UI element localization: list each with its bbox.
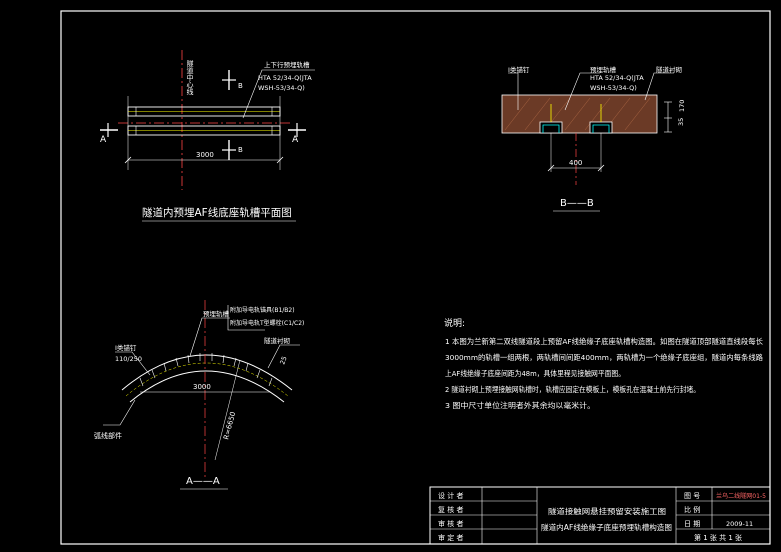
- plan-section-a-right: A: [292, 135, 299, 145]
- notes-item: 2 隧道衬砌上预埋接触网轨槽时，轨槽应固定在模板上，模板孔在混凝土前先行封堵。: [445, 385, 700, 394]
- bb-label-right: 隧道衬砌: [656, 65, 683, 74]
- plan-section-b-top: B: [238, 82, 243, 90]
- plan-spec-line2: WSH-53/34-Q): [258, 84, 305, 92]
- plan-view-title: 隧道内预埋AF线底座轨槽平面图: [142, 206, 292, 219]
- plan-dim-length: 3000: [196, 151, 214, 159]
- bb-title: B——B: [560, 198, 594, 209]
- aa-title: A——A: [186, 476, 220, 487]
- plan-section-b-bottom: B: [238, 146, 243, 154]
- tb-row-reviewer: 审 核 者: [438, 519, 463, 528]
- plan-spec-line1: HTA 52/34-Q(JTA: [258, 74, 312, 82]
- notes-item: 上AF线绝缘子底座间距为48m，具体里程见接触网平面图。: [445, 369, 625, 378]
- tb-project-title-1: 隧道接触网悬挂预留安装施工图: [548, 506, 666, 516]
- tb-row-checker: 复 核 者: [438, 505, 463, 514]
- sheet-border: [60, 10, 771, 545]
- aa-dim-chord: 3000: [193, 383, 211, 391]
- aa-label-rail: 预埋轨槽: [203, 309, 230, 318]
- notes-item: 3 图中尺寸单位注明者外其余均以毫米计。: [445, 401, 595, 410]
- tb-project-title-2: 隧道内AF线绝缘子底座预埋轨槽构造图: [541, 522, 672, 532]
- aa-dim-radius: R=6650: [222, 411, 237, 441]
- aa-label-anchor: Ⅰ类锚钉: [115, 343, 137, 352]
- aa-arch-inner: [129, 370, 285, 403]
- bb-spec-line1: HTA 52/34-Q(JTA: [590, 74, 644, 82]
- bb-dim-h1: 170: [678, 100, 686, 112]
- plan-section-a-left: A: [100, 135, 107, 145]
- plan-rail-label: 上下行预埋轨槽: [264, 60, 310, 69]
- aa-dim-side: 25: [278, 355, 288, 366]
- aa-label-anchor-size: 110/250: [115, 355, 142, 363]
- bb-lining-block: [501, 94, 658, 134]
- tb-label-drawing-no: 图 号: [684, 492, 700, 500]
- bb-dim-width: 400: [569, 159, 582, 167]
- notes-heading: 说明:: [444, 317, 465, 329]
- tb-label-scale: 比 例: [684, 505, 700, 514]
- aa-label-lining: 隧道衬砌: [264, 336, 291, 345]
- notes-block: 说明: 1 本图为兰新第二双线隧道段上预留AF线绝缘子底座轨槽构造图。如图在隧道…: [444, 317, 763, 410]
- bb-label-left: Ⅰ类锚钉: [508, 65, 530, 74]
- notes-item: 1 本图为兰新第二双线隧道段上预留AF线绝缘子底座轨槽构造图。如图在隧道顶部隧道…: [445, 337, 763, 346]
- bb-spec-line2: WSH-53/34-Q): [590, 84, 637, 92]
- aa-arch-outer: [121, 354, 293, 391]
- title-block: 设 计 者 复 核 者 审 核 者 审 定 者 隧道接触网悬挂预留安装施工图 隧…: [429, 486, 771, 545]
- tb-row-approver: 审 定 者: [438, 533, 463, 542]
- tb-label-date: 日 期: [684, 520, 700, 528]
- aa-label-bolt2: 附加导电轨T型螺栓(C1/C2): [230, 319, 304, 327]
- tb-row-designer: 设 计 者: [438, 491, 463, 500]
- section-aa: R=6650 3000 25 Ⅰ类锚钉 110/250 预埋轨槽 附加导电轨锚具…: [94, 300, 304, 490]
- tb-sheet-info: 第 1 张 共 1 张: [694, 533, 742, 542]
- plan-vertical-label: 隧道中心线: [186, 59, 194, 95]
- tb-value-date: 2009-11: [726, 520, 753, 528]
- aa-label-callout: 弧线部件: [94, 431, 122, 440]
- tb-value-drawing-no: 兰乌二线隧网01-5: [716, 492, 766, 500]
- aa-label-bolt1: 附加导电轨锚具(B1/B2): [230, 306, 295, 314]
- bb-label-mid: 预埋轨槽: [590, 65, 617, 74]
- section-bb: Ⅰ类锚钉 预埋轨槽 隧道衬砌 HTA 52/34-Q(JTA WSH-53/34…: [501, 65, 686, 212]
- notes-item: 3000mm的轨槽一组两根，两轨槽间间距400mm，两轨槽为一个绝缘子底座组，隧…: [445, 353, 763, 362]
- bb-dim-h2: 35: [677, 118, 685, 126]
- plan-view: 隧道中心线 A A B B 上下行预埋轨槽 HTA 52/34-Q(JTA: [100, 50, 315, 222]
